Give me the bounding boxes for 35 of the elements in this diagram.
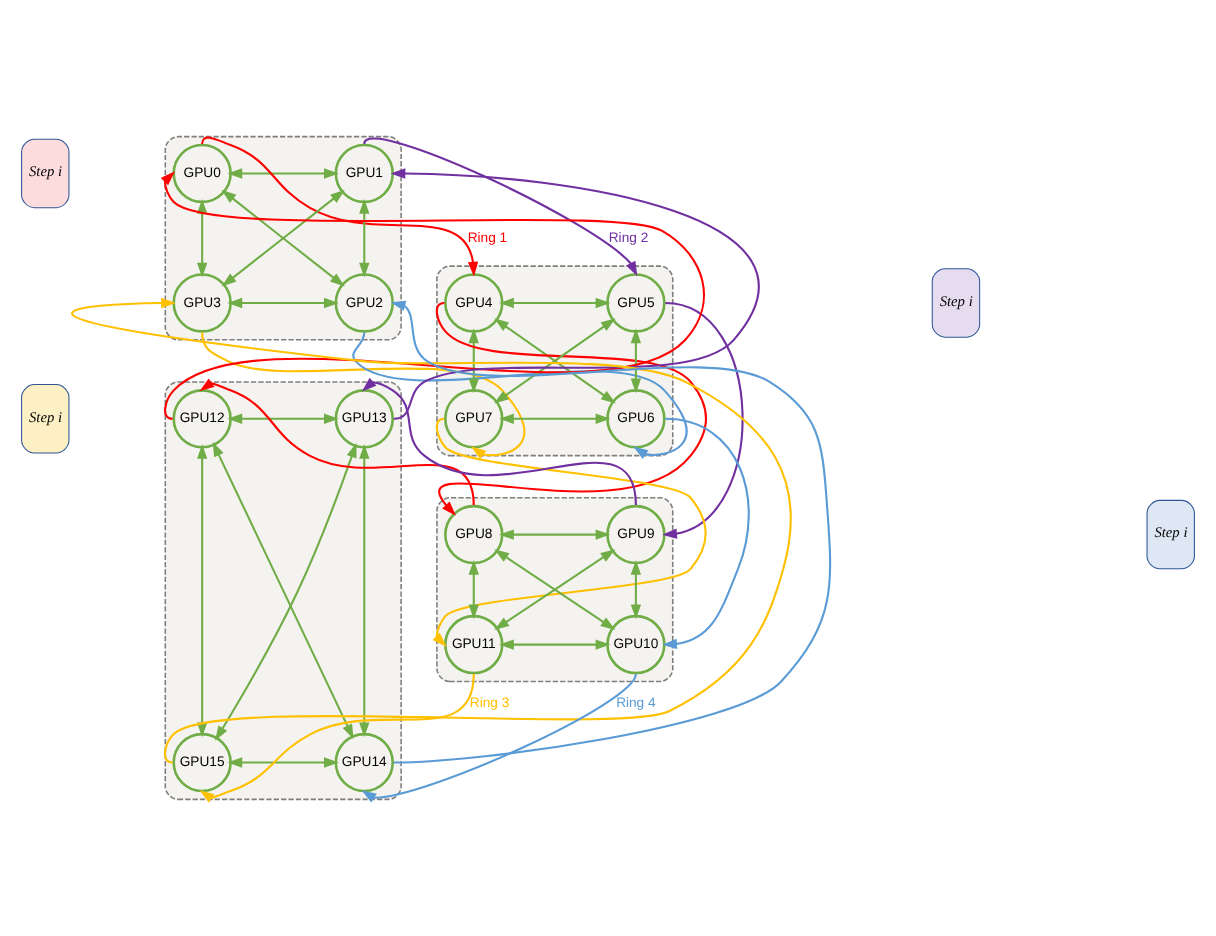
cluster — [164, 135, 402, 341]
arrow — [499, 639, 611, 650]
arrow — [227, 168, 339, 179]
arrow — [199, 378, 475, 506]
arrow — [390, 300, 832, 764]
arrow — [435, 302, 707, 516]
arrow — [221, 189, 345, 287]
arrow — [662, 417, 750, 650]
node-box: Step i — [21, 384, 70, 454]
arrow — [160, 171, 705, 420]
arrow — [227, 757, 339, 768]
arrow — [359, 444, 370, 738]
arrow — [499, 297, 611, 309]
arrow — [468, 328, 479, 394]
node-box: Step i — [931, 268, 981, 338]
arrow — [662, 301, 744, 539]
arrow — [199, 673, 475, 803]
arrow — [227, 297, 339, 309]
arrow — [361, 673, 637, 803]
arrow — [494, 549, 616, 630]
node-box: Step i — [21, 138, 70, 209]
arrow — [227, 413, 339, 424]
arrow — [499, 413, 611, 424]
cluster — [436, 496, 674, 683]
arrow — [432, 417, 707, 647]
node-box: Step i — [1146, 499, 1195, 570]
arrow — [201, 332, 526, 460]
arrow — [361, 377, 637, 506]
arrow — [390, 168, 760, 420]
arrow — [352, 332, 688, 459]
arrow — [468, 559, 479, 620]
arrow — [499, 529, 611, 540]
arrow — [630, 328, 642, 394]
arrow — [359, 199, 370, 278]
arrow — [630, 559, 642, 620]
